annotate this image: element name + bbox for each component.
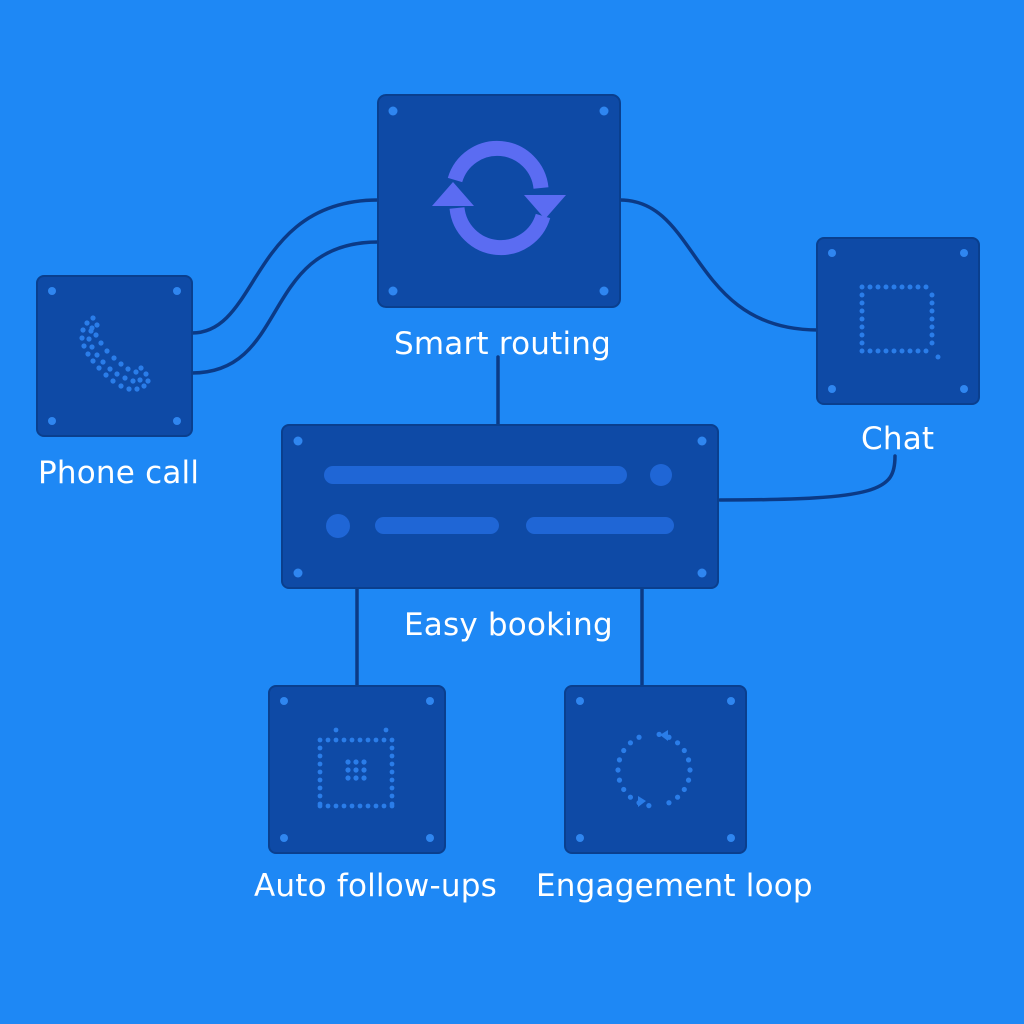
booking-bar-top [324, 466, 627, 484]
auto-follow-ups-node[interactable] [268, 685, 446, 854]
wire-routing-to-chat [618, 198, 820, 332]
easy-booking-node[interactable] [281, 424, 719, 589]
easy-booking-label: Easy booking [404, 607, 613, 643]
chat-label: Chat [861, 421, 935, 457]
sync-arrows-icon [447, 140, 551, 256]
loop-icon [615, 730, 693, 809]
wire-phone-to-routing-lower [190, 240, 380, 375]
smart-routing-label: Smart routing [394, 326, 611, 362]
chat-node[interactable] [816, 237, 980, 405]
wire-phone-to-routing-upper [190, 198, 380, 335]
auto-follow-ups-label: Auto follow-ups [254, 868, 497, 904]
phone-icon [79, 315, 151, 392]
smart-routing-node[interactable] [377, 94, 621, 308]
connectors [190, 198, 897, 688]
calendar-icon [317, 727, 395, 809]
chat-square-icon [859, 284, 941, 360]
sync-arrowheads [432, 182, 566, 219]
booking-dot-top [650, 464, 672, 486]
wire-chat-to-booking [718, 454, 897, 502]
engagement-loop-label: Engagement loop [536, 868, 813, 904]
phone-call-node[interactable] [36, 275, 193, 437]
engagement-loop-node[interactable] [564, 685, 747, 854]
booking-dot-bottom [326, 514, 350, 538]
phone-call-label: Phone call [38, 455, 200, 491]
booking-bar-right [526, 517, 674, 534]
booking-bar-mid [375, 517, 499, 534]
